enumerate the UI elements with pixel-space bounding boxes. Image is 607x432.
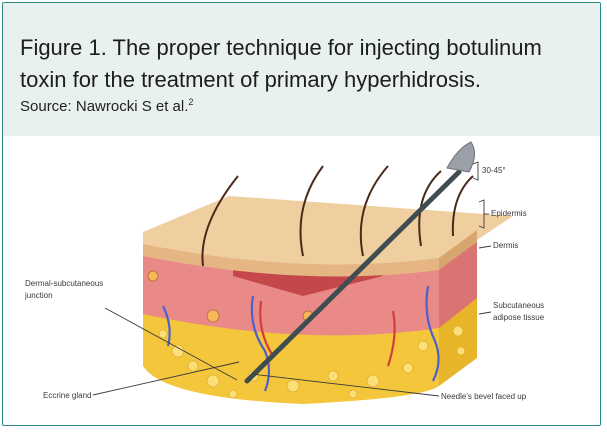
source-reference: 2 [188, 97, 193, 107]
subcutaneous-label-line2: adipose tissue [493, 313, 545, 322]
junction-label-line2: junction [24, 291, 53, 300]
skin-diagram: 30-45° Epidermis Dermis Subcutaneous adi… [3, 136, 600, 426]
junction-label-line1: Dermal-subcutaneous [25, 279, 103, 288]
figure-source: Source: Nawrocki S et al.2 [20, 97, 193, 115]
eccrine-gland-label: Eccrine gland [43, 391, 91, 400]
figure-box: Figure 1. The proper technique for injec… [2, 2, 601, 426]
dermis-label: Dermis [493, 241, 518, 250]
source-text: Source: Nawrocki S et al. [20, 98, 188, 115]
figure-header: Figure 1. The proper technique for injec… [3, 3, 600, 136]
epidermis-label: Epidermis [491, 209, 527, 218]
angle-label: 30-45° [482, 166, 506, 175]
subcutaneous-label-line1: Subcutaneous [493, 301, 544, 310]
skin-illustration: 30-45° Epidermis Dermis Subcutaneous adi… [3, 136, 600, 426]
needle-bevel-label: Needle's bevel faced up [441, 392, 527, 401]
syringe-hub [447, 142, 475, 172]
figure-title: Figure 1. The proper technique for injec… [20, 32, 590, 96]
